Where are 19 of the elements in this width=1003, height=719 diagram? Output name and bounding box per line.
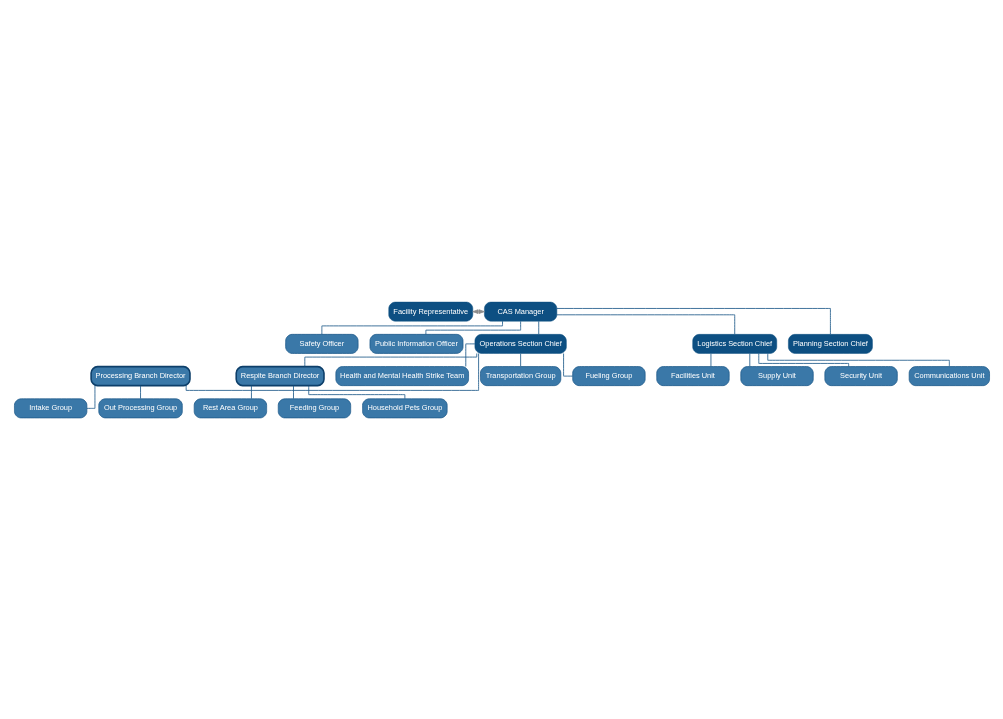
connector: [320, 320, 503, 335]
connector: [757, 352, 849, 367]
connector: [307, 384, 405, 399]
connector: [250, 384, 252, 399]
connector: [303, 352, 477, 367]
connector: [86, 384, 95, 409]
connector: [748, 352, 750, 367]
connector: [537, 320, 539, 335]
connector: [710, 352, 711, 367]
connector: [424, 320, 521, 335]
connector: [185, 352, 479, 391]
connector: [562, 352, 573, 377]
connector: [556, 313, 735, 335]
connector: [139, 384, 141, 399]
connector: [556, 307, 831, 335]
connector: [292, 384, 294, 399]
connector: [519, 352, 521, 367]
connector: [464, 342, 475, 367]
connector: [766, 352, 950, 367]
